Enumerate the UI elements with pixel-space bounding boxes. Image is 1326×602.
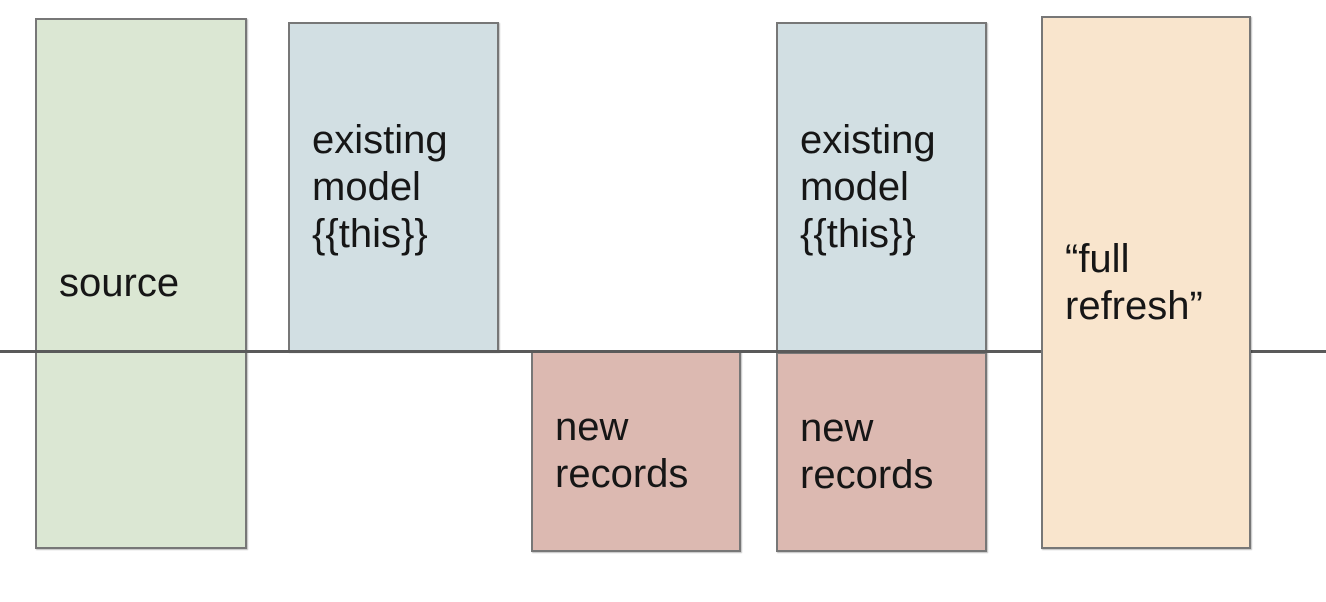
box-new-records-2-label: new records <box>800 406 934 497</box>
timeline-divider-line <box>0 350 1326 353</box>
box-source: source <box>35 18 247 549</box>
box-full-refresh-label: “full refresh” <box>1065 236 1203 328</box>
box-full-refresh: “full refresh” <box>1041 16 1251 549</box>
box-existing-model-2-label: existing model {{this}} <box>800 117 936 256</box>
box-existing-model-2: existing model {{this}} <box>776 22 987 352</box>
box-new-records-2: new records <box>776 352 987 552</box>
box-new-records-1: new records <box>531 350 741 552</box>
box-new-records-1-label: new records <box>555 405 689 496</box>
box-existing-model-1-label: existing model {{this}} <box>312 117 448 256</box>
box-existing-model-1: existing model {{this}} <box>288 22 499 352</box>
box-source-label: source <box>59 261 180 305</box>
